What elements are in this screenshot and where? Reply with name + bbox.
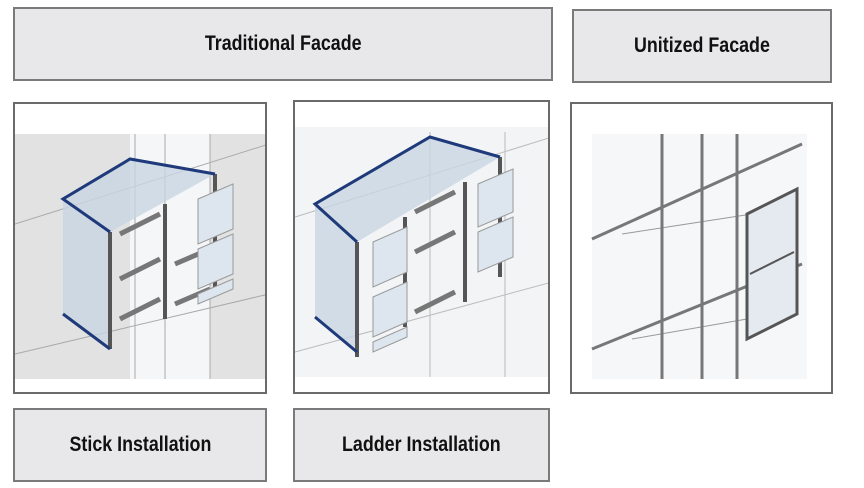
traditional-facade-header: Traditional Facade: [13, 7, 553, 81]
stick-installation-label: Stick Installation: [69, 433, 211, 456]
unitized-facade-label: Unitized Facade: [634, 34, 770, 57]
ladder-installation-label: Ladder Installation: [342, 433, 501, 456]
traditional-facade-label: Traditional Facade: [204, 32, 362, 55]
ladder-installation-illustration: [293, 100, 550, 394]
unitized-facade-header: Unitized Facade: [572, 9, 832, 83]
unitized-installation-illustration: [570, 102, 833, 394]
stick-installation-label-box: Stick Installation: [13, 408, 267, 482]
ladder-installation-label-box: Ladder Installation: [293, 408, 550, 482]
stick-installation-illustration: [13, 102, 267, 394]
